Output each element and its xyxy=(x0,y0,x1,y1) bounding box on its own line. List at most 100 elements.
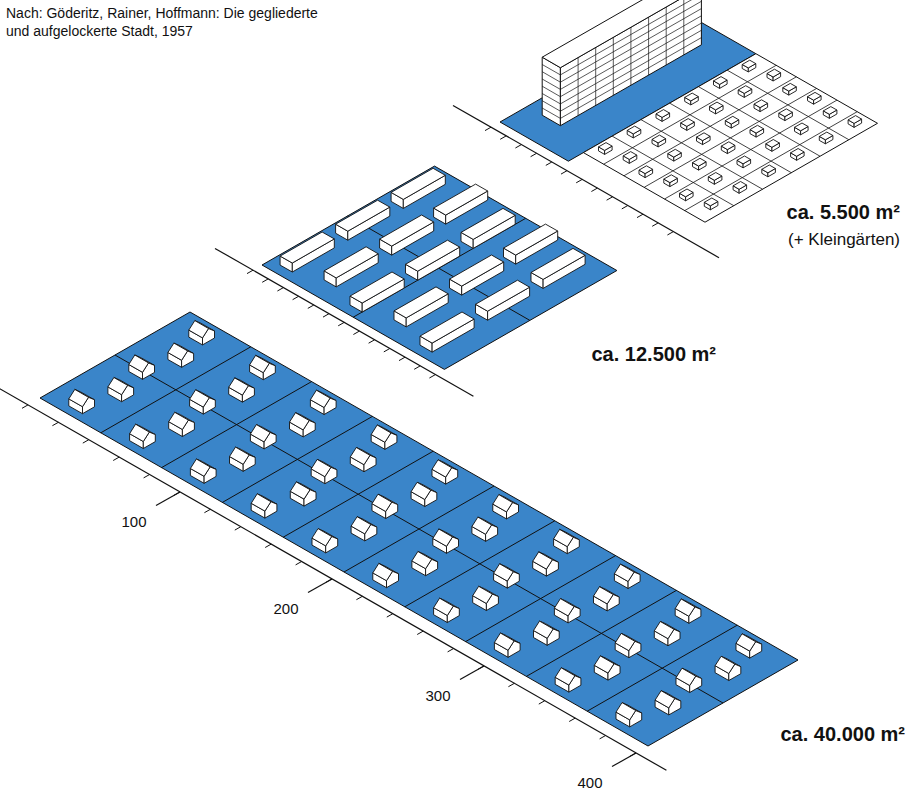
roof-front xyxy=(311,459,331,476)
roof-front xyxy=(594,656,614,673)
roof-front xyxy=(433,529,453,546)
roof-front xyxy=(654,622,674,639)
axis-tick xyxy=(338,322,344,325)
garden-shed-top xyxy=(623,152,637,160)
axis-tick xyxy=(607,197,613,200)
axis-tick xyxy=(384,349,390,352)
roof-front xyxy=(373,563,393,580)
roof-front xyxy=(655,691,675,708)
axis-major-tick xyxy=(612,753,636,767)
bay-line xyxy=(630,27,631,85)
axis-tick xyxy=(622,206,628,209)
roof-front xyxy=(250,355,270,372)
axis-tick xyxy=(353,331,359,334)
row-house-top xyxy=(504,224,558,255)
axis-number: 300 xyxy=(425,687,450,705)
garden-shed-top xyxy=(737,156,751,164)
garden-shed-top xyxy=(733,182,747,190)
axis-tick xyxy=(113,457,119,460)
floor-line xyxy=(560,9,701,90)
roof-front xyxy=(614,564,634,581)
axis-major-tick xyxy=(460,666,484,680)
axis-tick xyxy=(235,527,241,530)
garden-line xyxy=(624,77,797,176)
axis-tick xyxy=(308,305,314,308)
axis-tick xyxy=(247,270,253,273)
roof-front xyxy=(615,633,635,650)
roof-front xyxy=(555,668,575,685)
garden-shed-top xyxy=(599,143,613,151)
garden-shed-top xyxy=(823,107,837,115)
row-house-top xyxy=(391,168,445,199)
roof-front xyxy=(411,482,431,499)
garden-shed-top xyxy=(627,126,641,134)
axis-tick xyxy=(144,475,150,478)
area-label: ca. 5.500 m² xyxy=(787,200,900,224)
axis-major-tick xyxy=(156,492,180,506)
roof-front xyxy=(310,390,330,407)
floor-line xyxy=(542,65,560,75)
source-caption: Nach: Göderitz, Rainer, Hoffmann: Die ge… xyxy=(6,4,326,40)
garden-shed-top xyxy=(656,110,670,118)
garden-shed-top xyxy=(754,100,768,108)
axis-number: 100 xyxy=(121,513,146,531)
roof-front xyxy=(250,425,270,442)
roof-front xyxy=(350,448,370,465)
garden-shed-top xyxy=(738,86,752,94)
roof-front xyxy=(108,378,128,395)
garden-shed-top xyxy=(714,77,728,85)
roof-front xyxy=(554,599,574,616)
axis-tick xyxy=(293,296,299,299)
garden-shed-top xyxy=(750,125,764,133)
axis-tick xyxy=(323,314,329,317)
garden-shed-top xyxy=(742,60,756,68)
roof-front xyxy=(69,389,89,406)
roof-front xyxy=(616,703,636,720)
bay-line xyxy=(666,7,667,65)
bay-line xyxy=(578,58,579,116)
roof-front xyxy=(168,343,188,360)
axis-tick xyxy=(356,596,362,599)
axis-tick xyxy=(414,366,420,369)
garden-shed-top xyxy=(704,198,718,206)
garden-shed-top xyxy=(767,69,781,77)
row-house-top xyxy=(324,247,378,278)
axis-tick xyxy=(296,562,302,565)
garden-shed-top xyxy=(725,116,739,124)
axis-tick xyxy=(508,683,514,686)
garden-shed-top xyxy=(791,149,805,157)
bay-line xyxy=(683,0,684,55)
garden-line xyxy=(644,88,817,187)
roof-front xyxy=(715,656,735,673)
roof-front xyxy=(676,668,696,685)
garden-shed-top xyxy=(710,102,724,110)
slab-roof xyxy=(542,0,701,68)
garden-shed-top xyxy=(762,165,776,173)
garden-shed-top xyxy=(795,123,809,131)
axis-tick xyxy=(448,649,454,652)
garden-shed-top xyxy=(693,158,707,166)
axis-tick xyxy=(667,232,673,235)
axis-tick xyxy=(539,701,545,704)
garden-shed-top xyxy=(680,189,694,197)
row-house-top xyxy=(461,208,515,239)
floor-line xyxy=(560,16,701,97)
roof-front xyxy=(169,412,189,429)
garden-shed-top xyxy=(721,142,735,150)
roof-front xyxy=(534,621,554,638)
axis-tick xyxy=(600,736,606,739)
roof-front xyxy=(432,460,452,477)
garden-line xyxy=(612,136,734,206)
row-house-top xyxy=(394,287,448,318)
row-house-top xyxy=(531,248,585,279)
axis-tick xyxy=(591,188,597,191)
axis-tick xyxy=(515,145,521,148)
slab-building xyxy=(542,0,701,126)
garden-line xyxy=(670,103,792,173)
garden-shed-top xyxy=(783,83,797,91)
garden-line xyxy=(727,70,849,140)
bay-line xyxy=(613,37,614,95)
axis-tick xyxy=(576,179,582,182)
roof-front xyxy=(412,552,432,569)
roof-front xyxy=(493,495,513,512)
